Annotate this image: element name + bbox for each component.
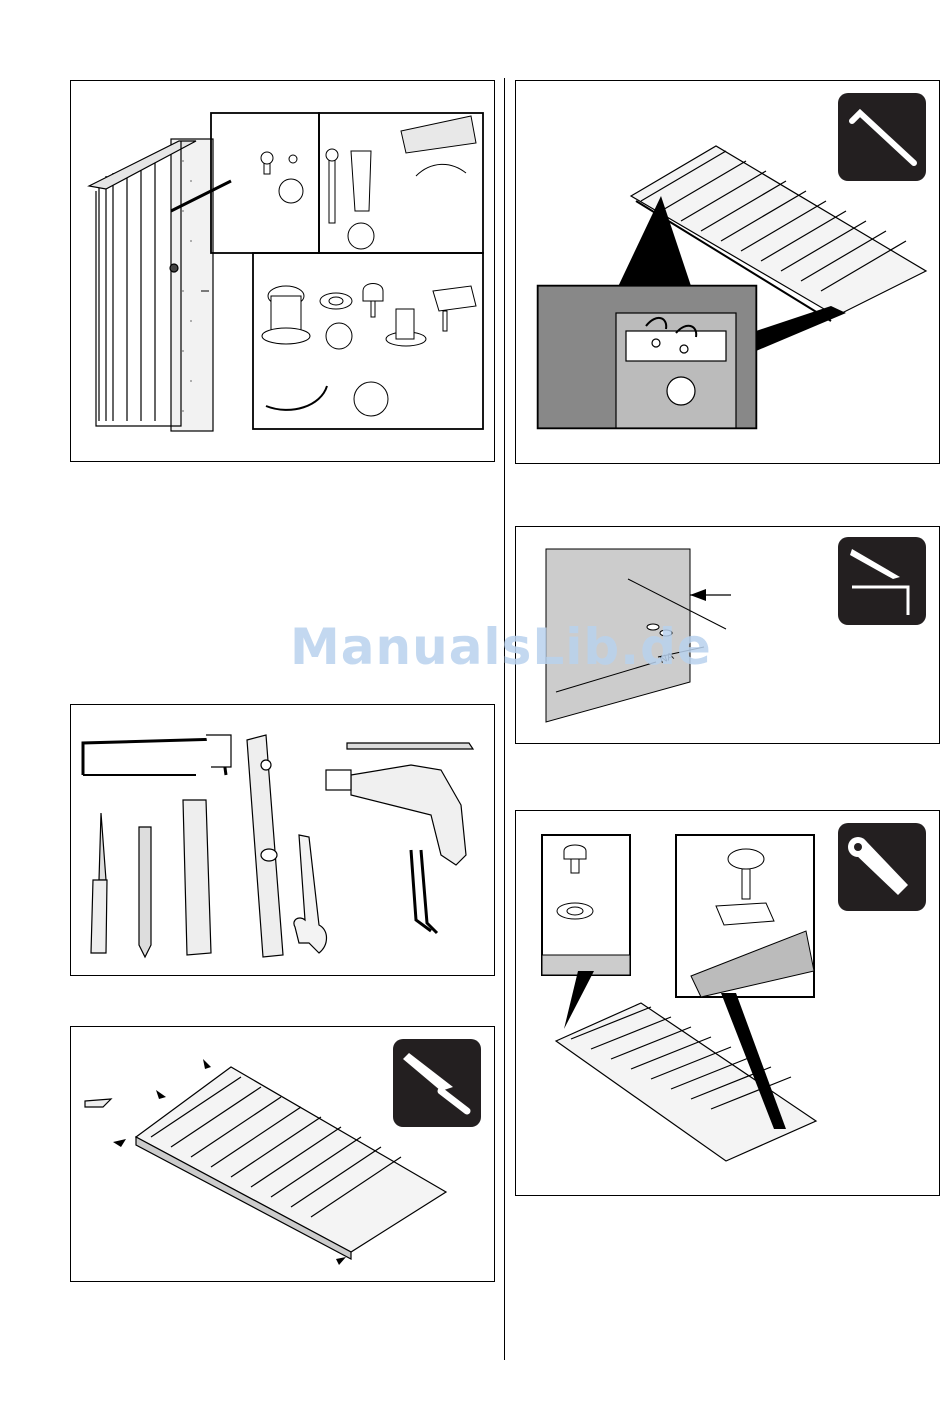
parts-illustration: [71, 81, 496, 463]
wrench-icon: [838, 823, 926, 911]
unpack-step-panel: [70, 1026, 495, 1282]
hex-key-icon: [838, 93, 926, 181]
required-tools-panel: [70, 704, 495, 976]
knife-saw-icon: [838, 537, 926, 625]
watermark: ManualsLib.de: [290, 618, 712, 676]
tools-illustration: [71, 705, 496, 977]
column-divider: [504, 78, 505, 1360]
hex-key-step-panel: [515, 80, 940, 464]
parts-overview-panel: [70, 80, 495, 462]
knife-icon: [393, 1039, 481, 1127]
wrench-step-panel: [515, 810, 940, 1196]
